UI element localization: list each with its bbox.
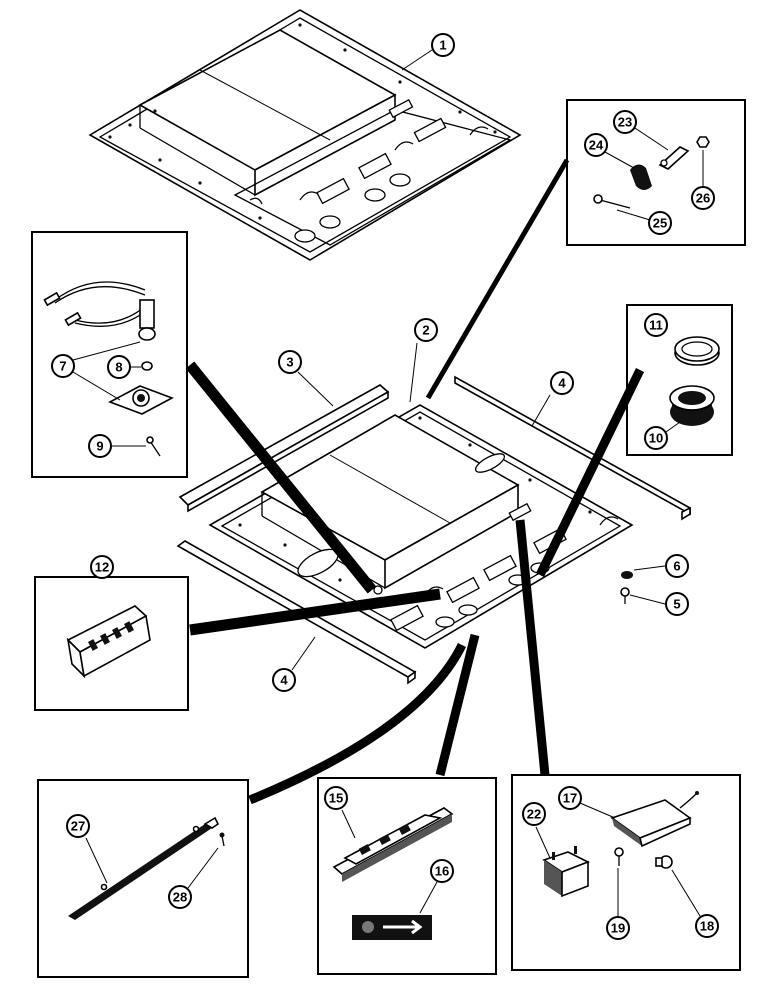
- detail-box-17-22: 22 17 19 18: [511, 774, 741, 971]
- callout-28-label: 28: [173, 890, 187, 905]
- callout-2-label: 2: [422, 323, 429, 338]
- screw-part-25: [593, 194, 631, 209]
- bulb-part-18: [655, 855, 673, 869]
- callout-28: 28: [168, 847, 219, 909]
- lamp-housing-part-17: [610, 791, 699, 848]
- wiring-harness: [43, 281, 156, 341]
- callout-12: 12: [90, 555, 114, 579]
- callout-25: 25: [616, 209, 672, 235]
- strip-part-3: [178, 384, 390, 513]
- callout-26-label: 26: [696, 191, 710, 206]
- callout-10: 10: [644, 421, 681, 450]
- callout-1-label: 1: [439, 38, 446, 53]
- callout-26: 26: [691, 150, 715, 210]
- callout-4-left-label: 4: [280, 673, 288, 688]
- callout-19-label: 19: [611, 921, 625, 936]
- callout-8: 8: [107, 355, 141, 379]
- callout-11: 11: [644, 313, 668, 337]
- callout-22: 22: [522, 802, 551, 859]
- callout-3: 3: [278, 350, 334, 407]
- detail-box-27-28: 27 28: [37, 779, 249, 978]
- callout-1: 1: [401, 33, 455, 71]
- top-panel-part-1: [88, 9, 522, 261]
- bracket-part-23: [658, 146, 690, 170]
- callout-7: 7: [51, 341, 141, 401]
- callout-12-label: 12: [95, 560, 109, 575]
- callout-24-label: 24: [589, 138, 604, 153]
- callout-15: 15: [324, 786, 356, 839]
- callout-6-label: 6: [673, 559, 680, 574]
- callout-9-label: 9: [96, 439, 103, 454]
- screw-part-5: [620, 587, 630, 604]
- callout-19: 19: [606, 868, 630, 940]
- strip-part-4-right: [454, 375, 691, 521]
- callout-3-label: 3: [286, 355, 293, 370]
- callout-5: 5: [629, 592, 689, 616]
- callout-10-label: 10: [649, 431, 663, 446]
- callout-27-label: 27: [71, 819, 85, 834]
- callout-23-label: 23: [618, 115, 632, 130]
- light-fixture-part-15: [332, 807, 454, 882]
- knob-part-24: [630, 164, 652, 190]
- connector-plate-part-7: [108, 385, 174, 415]
- callout-22-label: 22: [527, 807, 541, 822]
- callout-15-label: 15: [329, 791, 343, 806]
- callout-2: 2: [409, 318, 438, 403]
- grommet-part-10: [669, 385, 715, 426]
- callout-27: 27: [66, 814, 108, 884]
- callout-4-left: 4: [272, 636, 316, 692]
- plug-part-8: [141, 361, 153, 371]
- callout-9: 9: [88, 434, 146, 458]
- callout-17-label: 17: [563, 791, 577, 806]
- callout-7-label: 7: [59, 359, 66, 374]
- nut-part-26: [696, 136, 710, 148]
- switch-panel-part-12: [66, 605, 151, 679]
- screw-part-19: [614, 847, 624, 866]
- strip-part-4-left: [176, 540, 417, 685]
- callout-23: 23: [613, 110, 669, 151]
- socket-part-22: [542, 846, 590, 898]
- detail-box-12: 12: [34, 555, 189, 711]
- ring-part-11: [674, 336, 720, 366]
- detail-box-23-26: 23 24 25 26: [566, 99, 746, 246]
- callout-4-right-label: 4: [558, 376, 566, 391]
- callout-17: 17: [558, 786, 616, 819]
- decal-part-16: [352, 915, 432, 940]
- callout-8-label: 8: [115, 360, 122, 375]
- detail-box-10-11: 11 10: [626, 304, 733, 456]
- callout-4-right: 4: [531, 371, 574, 427]
- trim-part-27: [68, 816, 220, 920]
- callout-16-label: 16: [435, 864, 449, 879]
- nut-part-6: [621, 571, 633, 579]
- callout-24: 24: [584, 133, 635, 169]
- callout-18: 18: [671, 869, 719, 938]
- callout-16: 16: [419, 859, 454, 914]
- detail-box-15-16: 15 16: [317, 777, 497, 975]
- callout-6: 6: [633, 554, 689, 578]
- screw-part-28: [219, 832, 225, 847]
- callout-11-label: 11: [649, 318, 663, 333]
- callout-5-label: 5: [673, 597, 680, 612]
- leader-lines: [185, 158, 645, 805]
- callout-18-label: 18: [700, 919, 714, 934]
- callout-25-label: 25: [653, 216, 667, 231]
- screw-part-9: [146, 436, 161, 457]
- detail-box-7-9: 7 8 9: [31, 231, 188, 478]
